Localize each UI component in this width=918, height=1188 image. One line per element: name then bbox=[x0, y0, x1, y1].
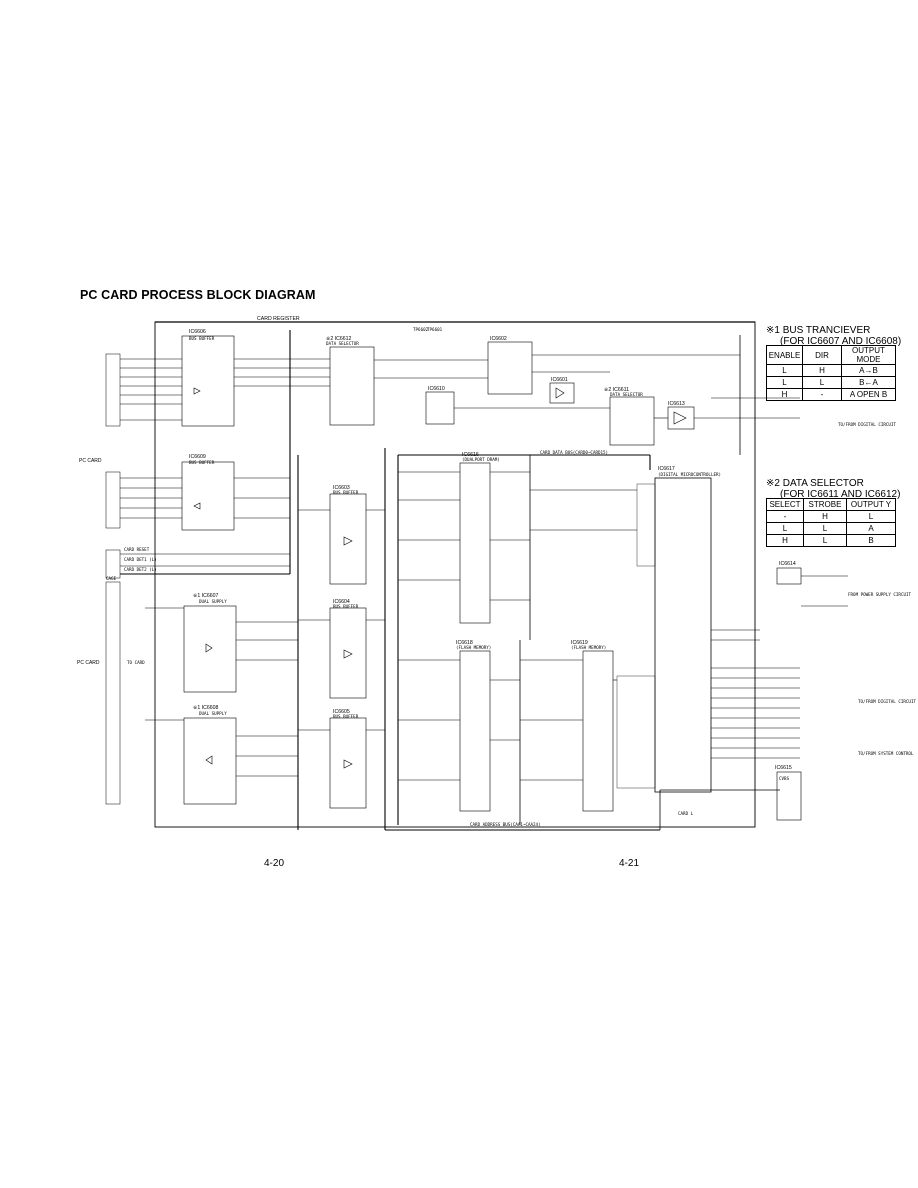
to-card-label: TO CARD bbox=[127, 660, 145, 665]
ic6604-sub-label: BUS BUFFER bbox=[333, 604, 359, 609]
ic6619-label: IC6619 bbox=[571, 640, 588, 646]
page-number-left: 4-20 bbox=[264, 858, 285, 869]
ic6618-block bbox=[459, 650, 491, 812]
ic6601-block bbox=[549, 382, 575, 404]
ic6619-sub-label: (FLASH MEMORY) bbox=[571, 645, 606, 650]
ic6610-label: IC6610 bbox=[428, 386, 445, 392]
ic6604-label: IC6604 bbox=[333, 599, 350, 605]
ic6612-block bbox=[329, 346, 375, 426]
ic6616-block bbox=[459, 462, 491, 624]
card-det2-label: CARD DET2 (L) bbox=[124, 567, 157, 572]
ic6613-label: IC6613 bbox=[668, 401, 685, 407]
ic6613-block bbox=[667, 406, 695, 430]
ic6614-label: IC6614 bbox=[779, 561, 796, 567]
ic6605-sub-label: BUS BUFFER bbox=[333, 714, 359, 719]
ic6608-sub-label: DUAL SUPPLY bbox=[199, 711, 227, 716]
ic6617-label: IC6617 bbox=[658, 466, 675, 472]
card-register-label: CARD REGISTER bbox=[257, 316, 300, 322]
ic6618-label: IC6618 bbox=[456, 640, 473, 646]
note-1-subheading: (FOR IC6607 AND IC6608) bbox=[780, 336, 902, 347]
page-number-right: 4-21 bbox=[619, 858, 640, 869]
ic6615-label: IC6615 bbox=[775, 765, 792, 771]
note-bus-tranciever: ※1 BUS TRANCIEVER (FOR IC6607 AND IC6608… bbox=[766, 325, 901, 347]
note-2-heading: ※2 DATA SELECTOR bbox=[766, 478, 864, 489]
pc-card-label-upper: PC CARD bbox=[79, 458, 102, 464]
ic6617-sub-label: (DIGITAL MICROCONTROLLER) bbox=[658, 472, 721, 477]
ic6609-block bbox=[181, 461, 235, 531]
cage-label: CAGE bbox=[106, 576, 117, 581]
ic6601-label: IC6601 bbox=[551, 377, 568, 383]
ic6611-label: ※2 IC6611 bbox=[604, 387, 629, 393]
card-address-bus-label: CARD ADDRESS BUS(CAA1~CAA24) bbox=[470, 822, 541, 827]
ic6607-block bbox=[183, 605, 237, 693]
bus-tranciever-truth-table: ENABLE DIR OUTPUT MODE L H A→B L L B←A H… bbox=[766, 345, 896, 401]
ic6602-block bbox=[487, 341, 533, 395]
card-l-label: CARD L bbox=[678, 811, 694, 816]
data-selector-truth-table: SELECT STROBE OUTPUT Y - H L L L A H L B bbox=[766, 498, 896, 547]
pc-card-label-lower: PC CARD bbox=[77, 660, 100, 666]
note-data-selector: ※2 DATA SELECTOR (FOR IC6611 AND IC6612) bbox=[766, 478, 900, 500]
ic6611-sub-label: DATA SELECTOR bbox=[610, 392, 643, 397]
ic6612-label: ※2 IC6612 bbox=[326, 336, 352, 342]
to-from-digital-circuit-lower: TO/FROM DIGITAL CIRCUIT bbox=[858, 699, 916, 704]
ic6603-sub-label: BUS BUFFER bbox=[333, 490, 359, 495]
ic6607-label: ※1 IC6607 bbox=[193, 593, 219, 599]
ic6614-block bbox=[776, 567, 802, 585]
note-1-heading: ※1 BUS TRANCIEVER bbox=[766, 325, 871, 336]
table-cell: B bbox=[846, 534, 896, 547]
ic6606-sub-label: BUS BUFFER bbox=[189, 336, 215, 341]
card-data-bus-label: CARD DATA BUS(CARD0~CARD15) bbox=[540, 450, 608, 455]
ic6602-label: IC6602 bbox=[490, 336, 507, 342]
ic6609-label: IC6609 bbox=[189, 454, 206, 460]
ic6611-block bbox=[609, 396, 655, 446]
ic6606-label: IC6606 bbox=[189, 329, 206, 335]
ic6606-block bbox=[181, 335, 235, 427]
tp6602-label: TP6602 bbox=[413, 327, 429, 332]
ic6619-block bbox=[582, 650, 614, 812]
to-from-digital-circuit-upper: TO/FROM DIGITAL CIRCUIT bbox=[838, 422, 896, 427]
ic6607-sub-label: DUAL SUPPLY bbox=[199, 599, 227, 604]
tp6601-label: TP6601 bbox=[427, 327, 443, 332]
ic6608-block bbox=[183, 717, 237, 805]
ic6615-block bbox=[776, 771, 802, 821]
ic6604-block bbox=[329, 607, 367, 699]
ic6616-label: IC6616 bbox=[462, 452, 479, 458]
ic6612-sub-label: DATA SELECTOR bbox=[326, 341, 359, 346]
ic6603-block bbox=[329, 493, 367, 585]
card-det1-label: CARD DET1 (L) bbox=[124, 557, 157, 562]
ic6617-block bbox=[654, 477, 712, 793]
ic6618-sub-label: (FLASH MEMORY) bbox=[456, 645, 491, 650]
ic6616-sub-label: (DUALPORT DRAM) bbox=[462, 457, 500, 462]
cvbs-label: CVBS bbox=[779, 776, 790, 781]
table-cell: A OPEN B bbox=[841, 388, 896, 401]
ic6608-label: ※1 IC6608 bbox=[193, 705, 219, 711]
to-from-system-control: TO/FROM SYSTEM CONTROL bbox=[858, 751, 914, 756]
ic6605-label: IC6605 bbox=[333, 709, 350, 715]
ic6609-sub-label: BUS BUFFER bbox=[189, 460, 215, 465]
from-power-supply: FROM POWER SUPPLY CIRCUIT bbox=[848, 592, 912, 597]
card-reset-label: CARD RESET bbox=[124, 547, 150, 552]
ic6605-block bbox=[329, 717, 367, 809]
note-2-subheading: (FOR IC6611 AND IC6612) bbox=[780, 489, 901, 500]
ic6603-label: IC6603 bbox=[333, 485, 350, 491]
ic6610-block bbox=[425, 391, 455, 425]
page-title: PC CARD PROCESS BLOCK DIAGRAM bbox=[80, 288, 316, 302]
